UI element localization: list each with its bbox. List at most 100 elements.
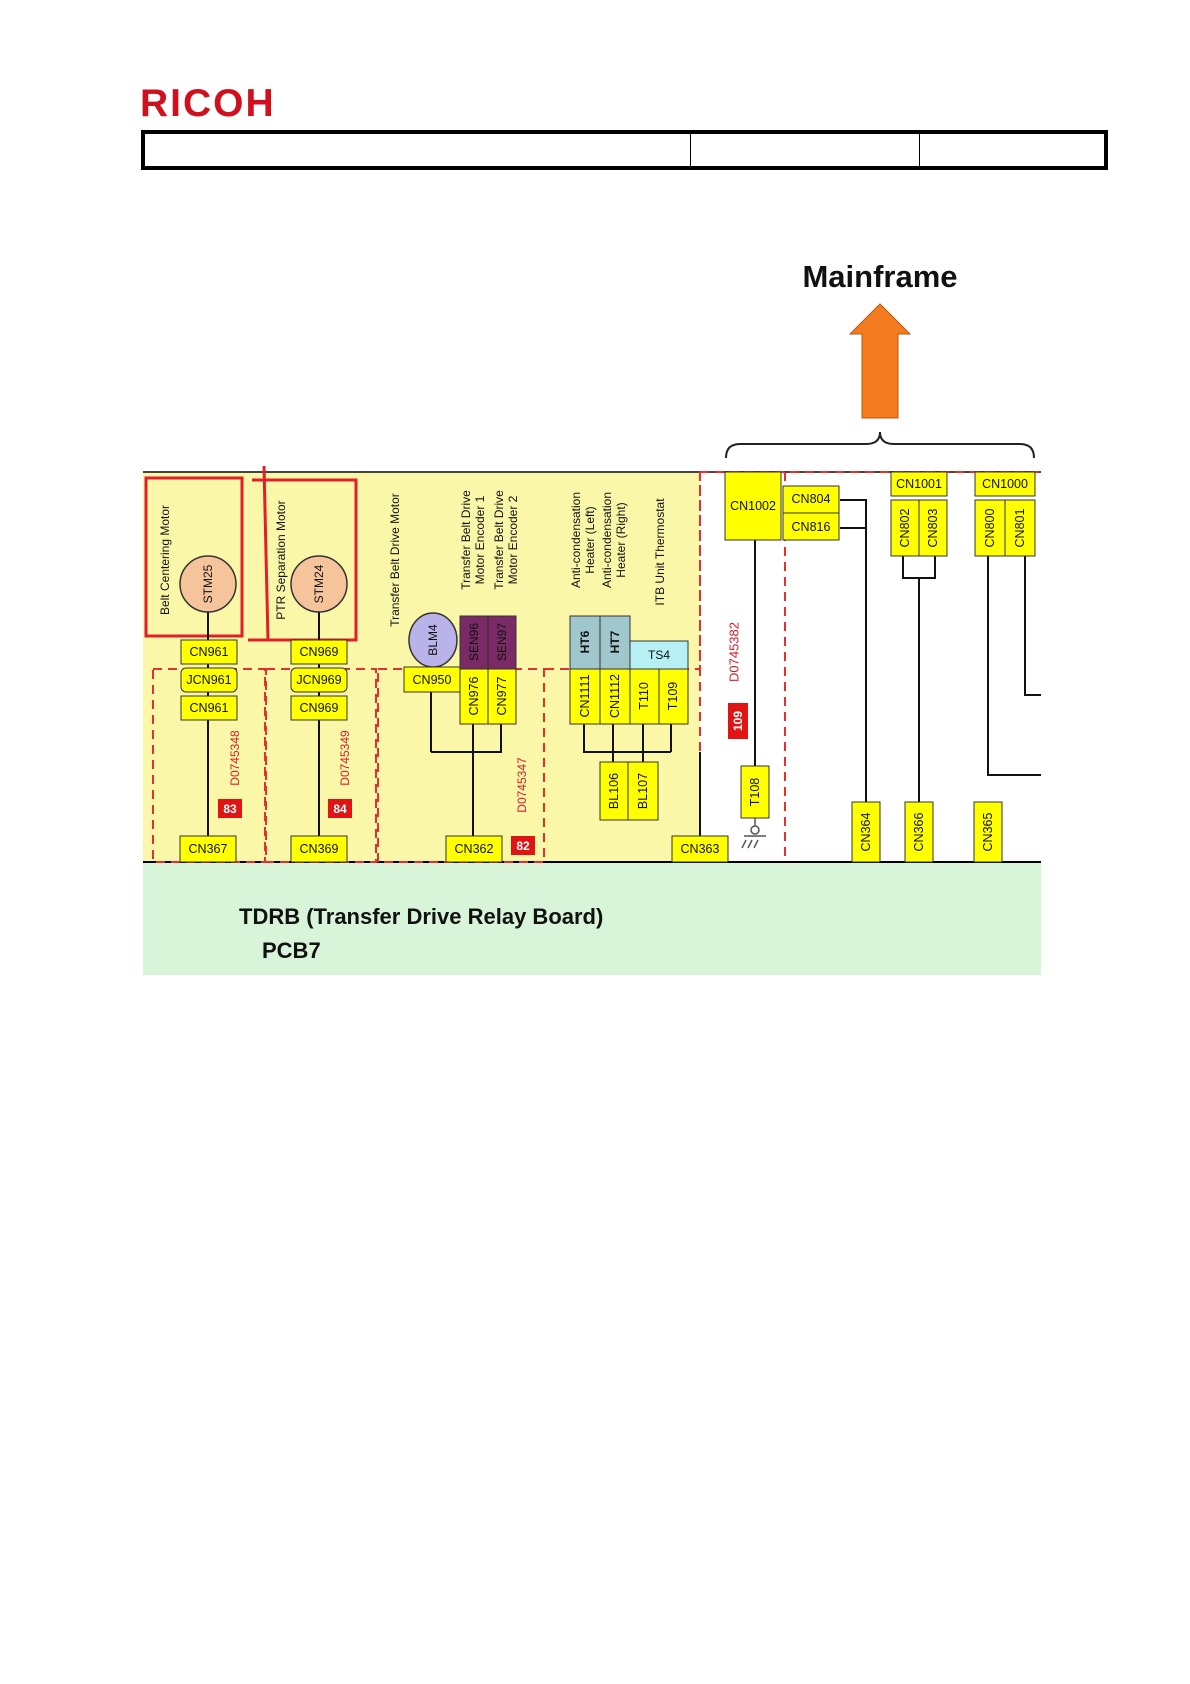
ht7-label: HT7: [608, 630, 622, 653]
badge-83: [218, 799, 242, 818]
badge-109: [728, 703, 748, 739]
connector-cn961-bottom: [180, 695, 238, 721]
cn1112-label: CN1112: [608, 674, 622, 718]
motor-blm4: BLM4: [408, 612, 458, 668]
motor-stm25-circle: [179, 555, 237, 613]
motor-stm25: STM25: [179, 555, 237, 613]
cn950-label: CN950: [413, 673, 452, 687]
bl107-label: BL107: [636, 773, 650, 809]
connector-cn369: [290, 835, 348, 863]
connector-cn816: [782, 512, 840, 541]
header-cell-2: [690, 131, 920, 169]
board-panel-green: [143, 862, 1041, 975]
cn961-top-label: CN961: [190, 645, 229, 659]
badge-109-label: 109: [731, 711, 745, 731]
connector-cn364: [851, 801, 881, 863]
ricoh-logo: RICOH: [140, 82, 276, 125]
connector-cn367: [179, 835, 237, 863]
stm25-label: STM25: [201, 564, 215, 603]
connector-cn977: [487, 668, 517, 725]
cn364-label: CN364: [859, 813, 873, 852]
connector-cn801: [1004, 499, 1036, 557]
connector-cn362: [445, 835, 503, 863]
connector-jcn969: [290, 667, 348, 693]
connector-jcn961: [180, 667, 238, 693]
connector-cn1000: [974, 471, 1036, 497]
encoder1-label-line2: Motor Encoder 1: [473, 495, 487, 584]
cn961-bottom-label: CN961: [190, 701, 229, 715]
cn969-bottom-label: CN969: [300, 701, 339, 715]
connector-cn1111: [569, 668, 601, 725]
connector-cn1002: [724, 471, 782, 541]
cn1001-label: CN1001: [896, 477, 942, 491]
connector-cn969-bottom: [290, 695, 348, 721]
cn1111-label: CN1111: [578, 674, 592, 717]
heater-left-label-line2: Heater (Left): [583, 506, 597, 573]
cn366-label: CN366: [912, 813, 926, 852]
board-title: TDRB (Transfer Drive Relay Board): [239, 904, 603, 929]
connector-cn1001: [890, 471, 948, 497]
cn969-top-label: CN969: [300, 645, 339, 659]
cn362-label: CN362: [455, 842, 494, 856]
t110-label: T110: [637, 682, 651, 710]
badge-84: [328, 799, 352, 818]
heater-ht7: [599, 615, 631, 670]
board-code: PCB7: [262, 938, 321, 963]
vertical-connectors: CN976 CN977 CN1111 CN1112 T110 T109 BL10…: [459, 499, 1036, 863]
connector-cn365: [973, 801, 1003, 863]
bl106-label: BL106: [607, 773, 621, 809]
cn802-label: CN802: [898, 509, 912, 548]
jcn961-label: JCN961: [186, 673, 231, 687]
cn801-label: CN801: [1013, 509, 1027, 548]
t109-label: T109: [666, 682, 680, 711]
sen96-label: SEN96: [467, 623, 481, 661]
ptr-separation-motor-label: PTR Separation Motor: [274, 500, 288, 619]
motor-stm24: STM24: [290, 555, 348, 613]
encoder2-label-line1: Transfer Belt Drive: [492, 490, 506, 590]
sensor-sen97: [487, 615, 517, 670]
connector-t109: [658, 668, 689, 725]
header-cell-1: [142, 131, 691, 169]
connector-cn363: [671, 835, 729, 863]
badge-82: [511, 836, 535, 855]
encoder1-label-line1: Transfer Belt Drive: [459, 490, 473, 590]
mainframe-label: Mainframe: [802, 259, 957, 294]
transfer-belt-drive-motor-label: Transfer Belt Drive Motor: [388, 493, 402, 627]
mainframe-arrow: [848, 303, 912, 419]
harness-d0745348-label: D0745348: [228, 730, 242, 786]
ground-symbol: [741, 818, 766, 849]
t108-label: T108: [748, 778, 762, 807]
connector-cn961-top: [180, 639, 238, 665]
connector-cn976: [459, 668, 489, 725]
cn976-label: CN976: [467, 677, 481, 716]
connector-cn803: [918, 499, 948, 557]
sen97-label: SEN97: [495, 623, 509, 661]
badge-83-label: 83: [223, 802, 237, 816]
encoder2-label-line2: Motor Encoder 2: [506, 495, 520, 584]
cn365-label: CN365: [981, 813, 995, 852]
cn800-label: CN800: [983, 509, 997, 548]
heater-right-label-line1: Anti-condensation: [600, 492, 614, 588]
harness-d0745347-label: D0745347: [515, 757, 529, 813]
ts4-label: TS4: [648, 648, 670, 662]
connector-cn366: [904, 801, 934, 863]
cn977-label: CN977: [495, 677, 509, 716]
cn1000-label: CN1000: [982, 477, 1028, 491]
connector-t108: [740, 765, 770, 819]
cn363-label: CN363: [681, 842, 720, 856]
connector-cn802: [890, 499, 920, 557]
cn1002-label: CN1002: [730, 499, 776, 513]
ht6-label: HT6: [578, 630, 592, 653]
cn803-label: CN803: [926, 509, 940, 548]
mainframe-brace: [725, 431, 1035, 459]
cn369-label: CN369: [300, 842, 339, 856]
motor-stm24-circle: [290, 555, 348, 613]
connector-bl107: [627, 761, 659, 821]
heater-left-label-line1: Anti-condensation: [569, 492, 583, 588]
belt-centering-motor-label: Belt Centering Motor: [158, 505, 172, 615]
thermostat-ts4: [629, 640, 689, 670]
horizontal-connectors: CN961 JCN961 CN961 CN969 JCN969 CN969 CN…: [179, 471, 1036, 863]
highlight-box-stm25: [144, 476, 244, 638]
stm24-label: STM24: [312, 564, 326, 603]
